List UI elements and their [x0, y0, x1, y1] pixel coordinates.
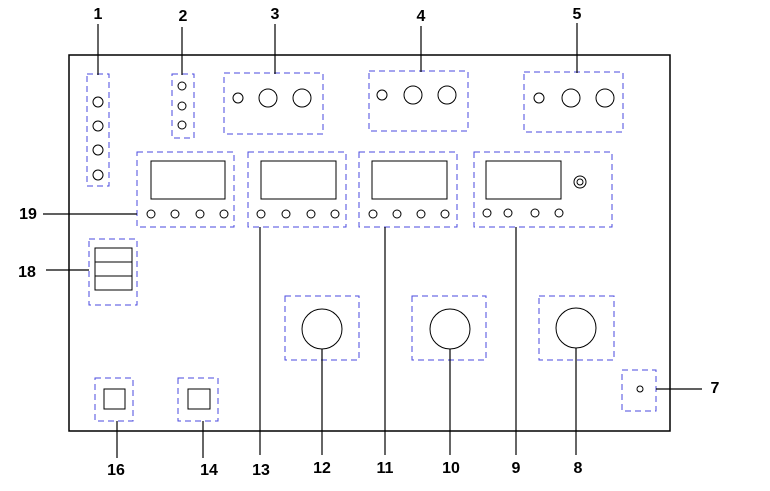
knob — [258, 88, 278, 108]
square-switch-14 — [177, 377, 219, 422]
large-round-control — [555, 307, 597, 349]
button-light — [482, 208, 492, 218]
small-indicator — [232, 92, 244, 104]
switch-block-18 — [88, 238, 138, 306]
button-light — [170, 209, 180, 219]
callout-2: 2 — [179, 8, 188, 25]
display-screen — [260, 160, 337, 200]
knob-group-5 — [523, 71, 624, 133]
indicator-column-1 — [86, 73, 110, 187]
display-screen — [150, 160, 226, 200]
dashed-box-10 — [411, 295, 487, 361]
display-screen — [371, 160, 448, 200]
button-light — [195, 209, 205, 219]
dashed-box-1 — [86, 73, 110, 187]
button-light — [530, 208, 540, 218]
button-light — [330, 209, 340, 219]
dashed-box-5 — [523, 71, 624, 133]
callout-13: 13 — [252, 462, 270, 479]
small-light-7 — [621, 369, 657, 412]
dashed-box-14 — [177, 377, 219, 422]
callout-16: 16 — [107, 462, 125, 479]
knob — [292, 88, 312, 108]
square-switch-16 — [94, 377, 134, 422]
button-light — [416, 209, 426, 219]
callout-8: 8 — [574, 460, 583, 477]
callout-1: 1 — [94, 6, 103, 23]
button-light — [440, 209, 450, 219]
knob — [561, 88, 581, 108]
dashed-box-8 — [538, 295, 615, 361]
button-light — [306, 209, 316, 219]
dashed-box-display-4 — [473, 151, 613, 228]
knob — [595, 88, 615, 108]
large-round-control — [429, 308, 471, 350]
small-light — [636, 385, 644, 393]
control-knob-center — [576, 178, 584, 186]
dashed-box-display-3 — [358, 151, 458, 228]
knob — [403, 85, 423, 105]
callout-10: 10 — [442, 460, 460, 477]
panel-outline — [68, 54, 671, 432]
switch-segment — [94, 261, 133, 277]
callout-12: 12 — [313, 460, 331, 477]
indicator-light — [92, 144, 104, 156]
dashed-box-3 — [223, 72, 324, 135]
button-light — [392, 209, 402, 219]
dashed-box-display-1 — [136, 151, 235, 228]
button-light — [219, 209, 229, 219]
knob-group-3 — [223, 72, 324, 135]
knob-group-4 — [368, 70, 469, 132]
square-switch — [103, 388, 126, 410]
indicator-light — [177, 81, 187, 91]
dashed-box-16 — [94, 377, 134, 422]
callout-5: 5 — [573, 6, 582, 23]
display-module-1 — [136, 151, 235, 228]
callout-7: 7 — [711, 380, 720, 397]
dashed-box-7 — [621, 369, 657, 412]
callout-4: 4 — [417, 8, 426, 25]
callout-19: 19 — [19, 206, 37, 223]
indicator-light — [92, 169, 104, 181]
callout-18: 18 — [18, 264, 36, 281]
display-screen — [485, 160, 562, 200]
display-module-2 — [247, 151, 347, 228]
display-module-3 — [358, 151, 458, 228]
large-round-control — [301, 308, 343, 350]
button-light — [146, 209, 156, 219]
callout-14: 14 — [200, 462, 218, 479]
display-module-4 — [473, 151, 613, 228]
button-light — [368, 209, 378, 219]
small-indicator — [533, 92, 545, 104]
square-switch — [187, 388, 211, 410]
small-indicator — [376, 89, 388, 101]
round-control-10 — [411, 295, 487, 361]
dashed-box-display-2 — [247, 151, 347, 228]
button-light — [554, 208, 564, 218]
indicator-column-2 — [171, 73, 195, 139]
button-light — [281, 209, 291, 219]
dashed-box-18 — [88, 238, 138, 306]
button-light — [503, 208, 513, 218]
switch-segment — [94, 275, 133, 291]
callout-9: 9 — [512, 460, 521, 477]
callout-3: 3 — [271, 6, 280, 23]
callout-11: 11 — [377, 460, 394, 477]
indicator-light — [177, 120, 187, 130]
dashed-box-2 — [171, 73, 195, 139]
knob — [437, 85, 457, 105]
leader-lines — [43, 23, 702, 458]
indicator-light — [177, 101, 187, 111]
indicator-light — [92, 96, 104, 108]
switch-segment — [94, 247, 133, 263]
indicator-light — [92, 120, 104, 132]
button-light — [256, 209, 266, 219]
control-knob — [573, 175, 587, 189]
